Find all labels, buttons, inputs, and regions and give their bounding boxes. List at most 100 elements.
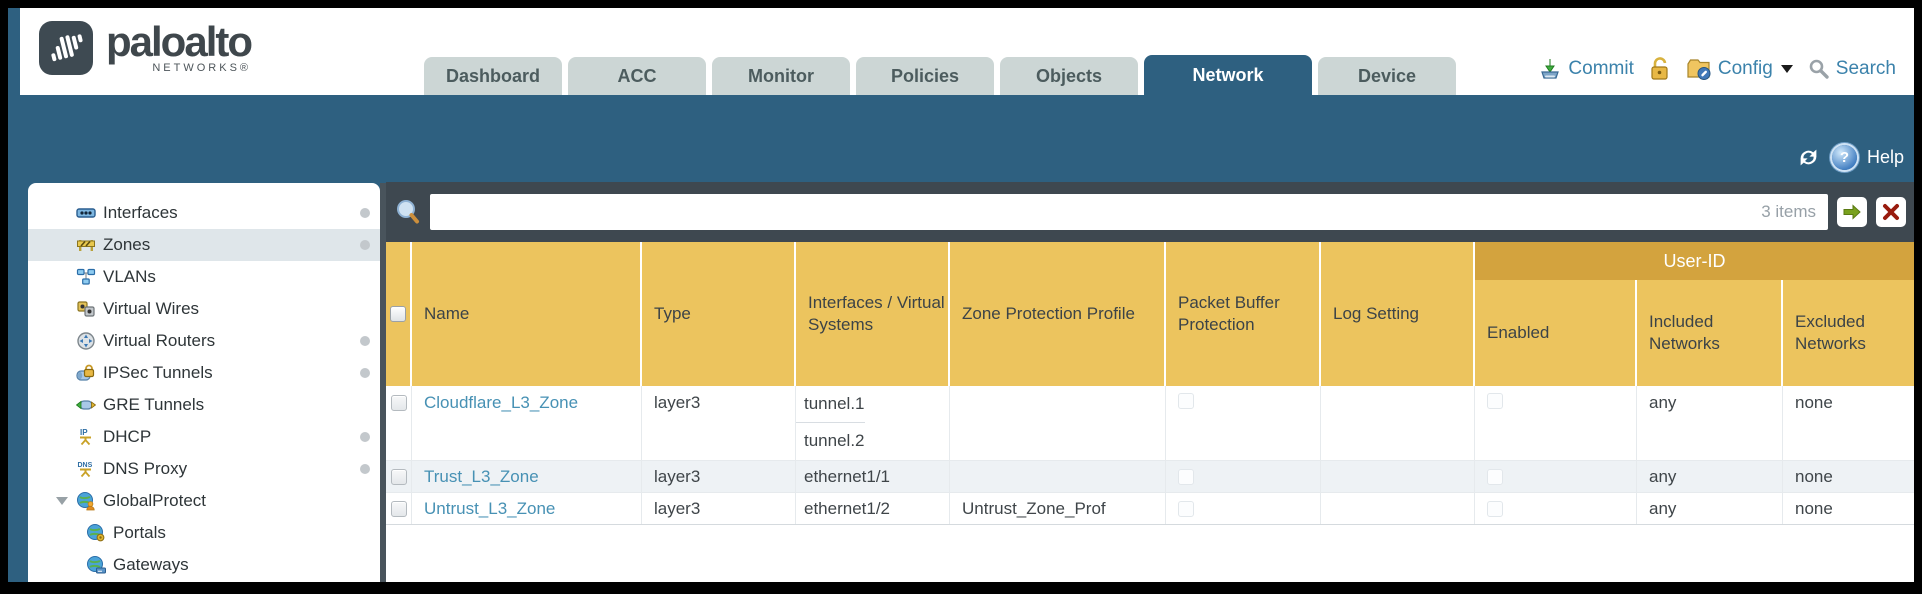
row-checkbox[interactable]: [390, 500, 407, 517]
group-header-user-id: User-ID: [1475, 242, 1914, 280]
sidebar-item-dns-proxy[interactable]: DNS DNS Proxy: [28, 453, 380, 485]
sidebar-item-gateways[interactable]: Gateways: [28, 549, 380, 581]
help-icon[interactable]: ?: [1831, 145, 1857, 170]
tab-device[interactable]: Device: [1318, 57, 1456, 95]
user-id-enabled-checkbox: [1487, 500, 1503, 517]
header-actions: Commit Config S: [1538, 57, 1896, 81]
svg-text:IP: IP: [80, 428, 88, 437]
gre-tunnels-icon: [76, 400, 96, 410]
sidebar-item-interfaces[interactable]: Interfaces: [28, 197, 380, 229]
virtual-routers-icon: [77, 332, 95, 350]
config-icon: [1687, 59, 1711, 80]
tab-policies[interactable]: Policies: [856, 57, 994, 95]
top-header: paloalto NETWORKS® Dashboard ACC Monitor…: [20, 8, 1914, 95]
table-row-cloudflare-l3-zone: Cloudflare_L3_Zone layer3 tunnel.1 tunne…: [386, 386, 1914, 460]
status-dot: [360, 432, 370, 442]
tab-dashboard[interactable]: Dashboard: [424, 57, 562, 95]
sidebar-item-globalprotect[interactable]: GlobalProtect: [28, 485, 380, 517]
sidebar-item-gre-tunnels[interactable]: GRE Tunnels: [28, 389, 380, 421]
select-all-checkbox[interactable]: [390, 306, 406, 322]
zone-name-link[interactable]: Cloudflare_L3_Zone: [424, 393, 579, 412]
packet-buffer-checkbox: [1178, 468, 1194, 485]
firewall-web-ui: paloalto NETWORKS® Dashboard ACC Monitor…: [8, 8, 1914, 582]
sidebar-item-ipsec-tunnels[interactable]: IPSec Tunnels: [28, 357, 380, 389]
sidebar-item-label: IPSec Tunnels: [103, 363, 213, 382]
filter-search-icon[interactable]: [394, 198, 422, 226]
sidebar-item-portals[interactable]: Portals: [28, 517, 380, 549]
sidebar-item-virtual-routers[interactable]: Virtual Routers: [28, 325, 380, 357]
brand-title: paloalto: [106, 18, 253, 65]
sidebar-item-label: Virtual Wires: [103, 299, 200, 318]
portals-icon: [87, 524, 105, 542]
status-dot: [360, 208, 370, 218]
zone-name-link[interactable]: Trust_L3_Zone: [424, 466, 539, 486]
row-checkbox[interactable]: [390, 395, 407, 411]
sidebar-item-vlans[interactable]: VLANs: [28, 261, 380, 293]
red-x-icon: [1883, 204, 1899, 220]
brand-subtitle: NETWORKS®: [152, 62, 252, 74]
search-label: Search: [1835, 58, 1896, 79]
ipsec-tunnels-icon: [76, 364, 95, 381]
sidebar-splitter[interactable]: [380, 183, 386, 582]
col-header-enabled[interactable]: Enabled: [1475, 280, 1637, 386]
dns-proxy-icon: DNS: [78, 462, 93, 478]
green-arrow-icon: [1843, 204, 1861, 220]
caret-down-icon: [1780, 65, 1793, 73]
brand-logo: paloalto NETWORKS®: [38, 18, 253, 76]
interface-value: tunnel.1: [796, 386, 865, 423]
col-header-excluded-networks[interactable]: Excluded Networks: [1795, 311, 1866, 353]
col-header-type[interactable]: Type: [642, 242, 796, 386]
search-button[interactable]: Search: [1808, 58, 1896, 80]
refresh-icon[interactable]: [1795, 144, 1822, 171]
zone-protection-profile: [950, 386, 1166, 460]
main-nav-tabs: Dashboard ACC Monitor Policies Objects N…: [424, 55, 1456, 95]
row-checkbox[interactable]: [390, 468, 407, 485]
commit-button[interactable]: Commit: [1538, 57, 1634, 81]
vlans-icon: [76, 268, 96, 285]
user-id-enabled-checkbox: [1487, 393, 1503, 409]
status-dot: [360, 336, 370, 346]
globalprotect-icon: [77, 492, 95, 511]
log-setting: [1321, 461, 1475, 492]
col-header-name[interactable]: Name: [412, 242, 642, 386]
filter-input[interactable]: 3 items: [430, 194, 1828, 230]
sidebar-item-virtual-wires[interactable]: Virtual Wires: [28, 293, 380, 325]
sidebar-item-zones[interactable]: Zones: [28, 229, 380, 261]
col-header-packet-buffer[interactable]: Packet Buffer Protection: [1166, 242, 1321, 386]
search-icon: [1809, 59, 1829, 79]
status-dot: [360, 464, 370, 474]
col-header-interfaces[interactable]: Interfaces / Virtual Systems: [796, 242, 950, 386]
banner-tools: ? Help: [1795, 144, 1904, 171]
clear-filter-button[interactable]: [1876, 197, 1906, 227]
help-label[interactable]: Help: [1866, 147, 1904, 167]
packet-buffer-checkbox: [1178, 393, 1194, 409]
apply-filter-button[interactable]: [1837, 197, 1867, 227]
sidebar-item-label: Interfaces: [103, 203, 178, 222]
zone-interfaces: tunnel.1 tunnel.2: [796, 386, 950, 460]
tab-objects[interactable]: Objects: [1000, 57, 1138, 95]
expand-caret-icon[interactable]: [56, 497, 68, 505]
col-header-log-setting[interactable]: Log Setting: [1321, 242, 1475, 386]
sidebar-item-label: Gateways: [113, 555, 189, 574]
tab-acc[interactable]: ACC: [568, 57, 706, 95]
sidebar-item-label: DHCP: [103, 427, 152, 446]
zone-name-link[interactable]: Untrust_L3_Zone: [424, 498, 556, 518]
col-header-included-networks[interactable]: Included Networks: [1637, 280, 1783, 386]
config-menu[interactable]: Config: [1686, 57, 1793, 81]
included-networks: any: [1637, 493, 1783, 524]
tab-network[interactable]: Network: [1144, 55, 1312, 95]
dhcp-icon: IP: [80, 428, 91, 446]
sidebar-item-label: VLANs: [103, 267, 156, 286]
tab-monitor[interactable]: Monitor: [712, 57, 850, 95]
sidebar-item-label: Virtual Routers: [103, 331, 216, 350]
sidebar-item-dhcp[interactable]: IP DHCP: [28, 421, 380, 453]
sidebar-item-label: GRE Tunnels: [103, 395, 205, 414]
paloalto-logo-icon: [39, 21, 93, 75]
excluded-networks: none: [1795, 393, 1833, 412]
zone-protection-profile: [950, 461, 1166, 492]
log-setting: [1321, 493, 1475, 524]
lock-icon[interactable]: [1649, 57, 1671, 81]
virtual-wires-icon: [77, 301, 95, 317]
col-header-zone-protection[interactable]: Zone Protection Profile: [950, 242, 1166, 386]
